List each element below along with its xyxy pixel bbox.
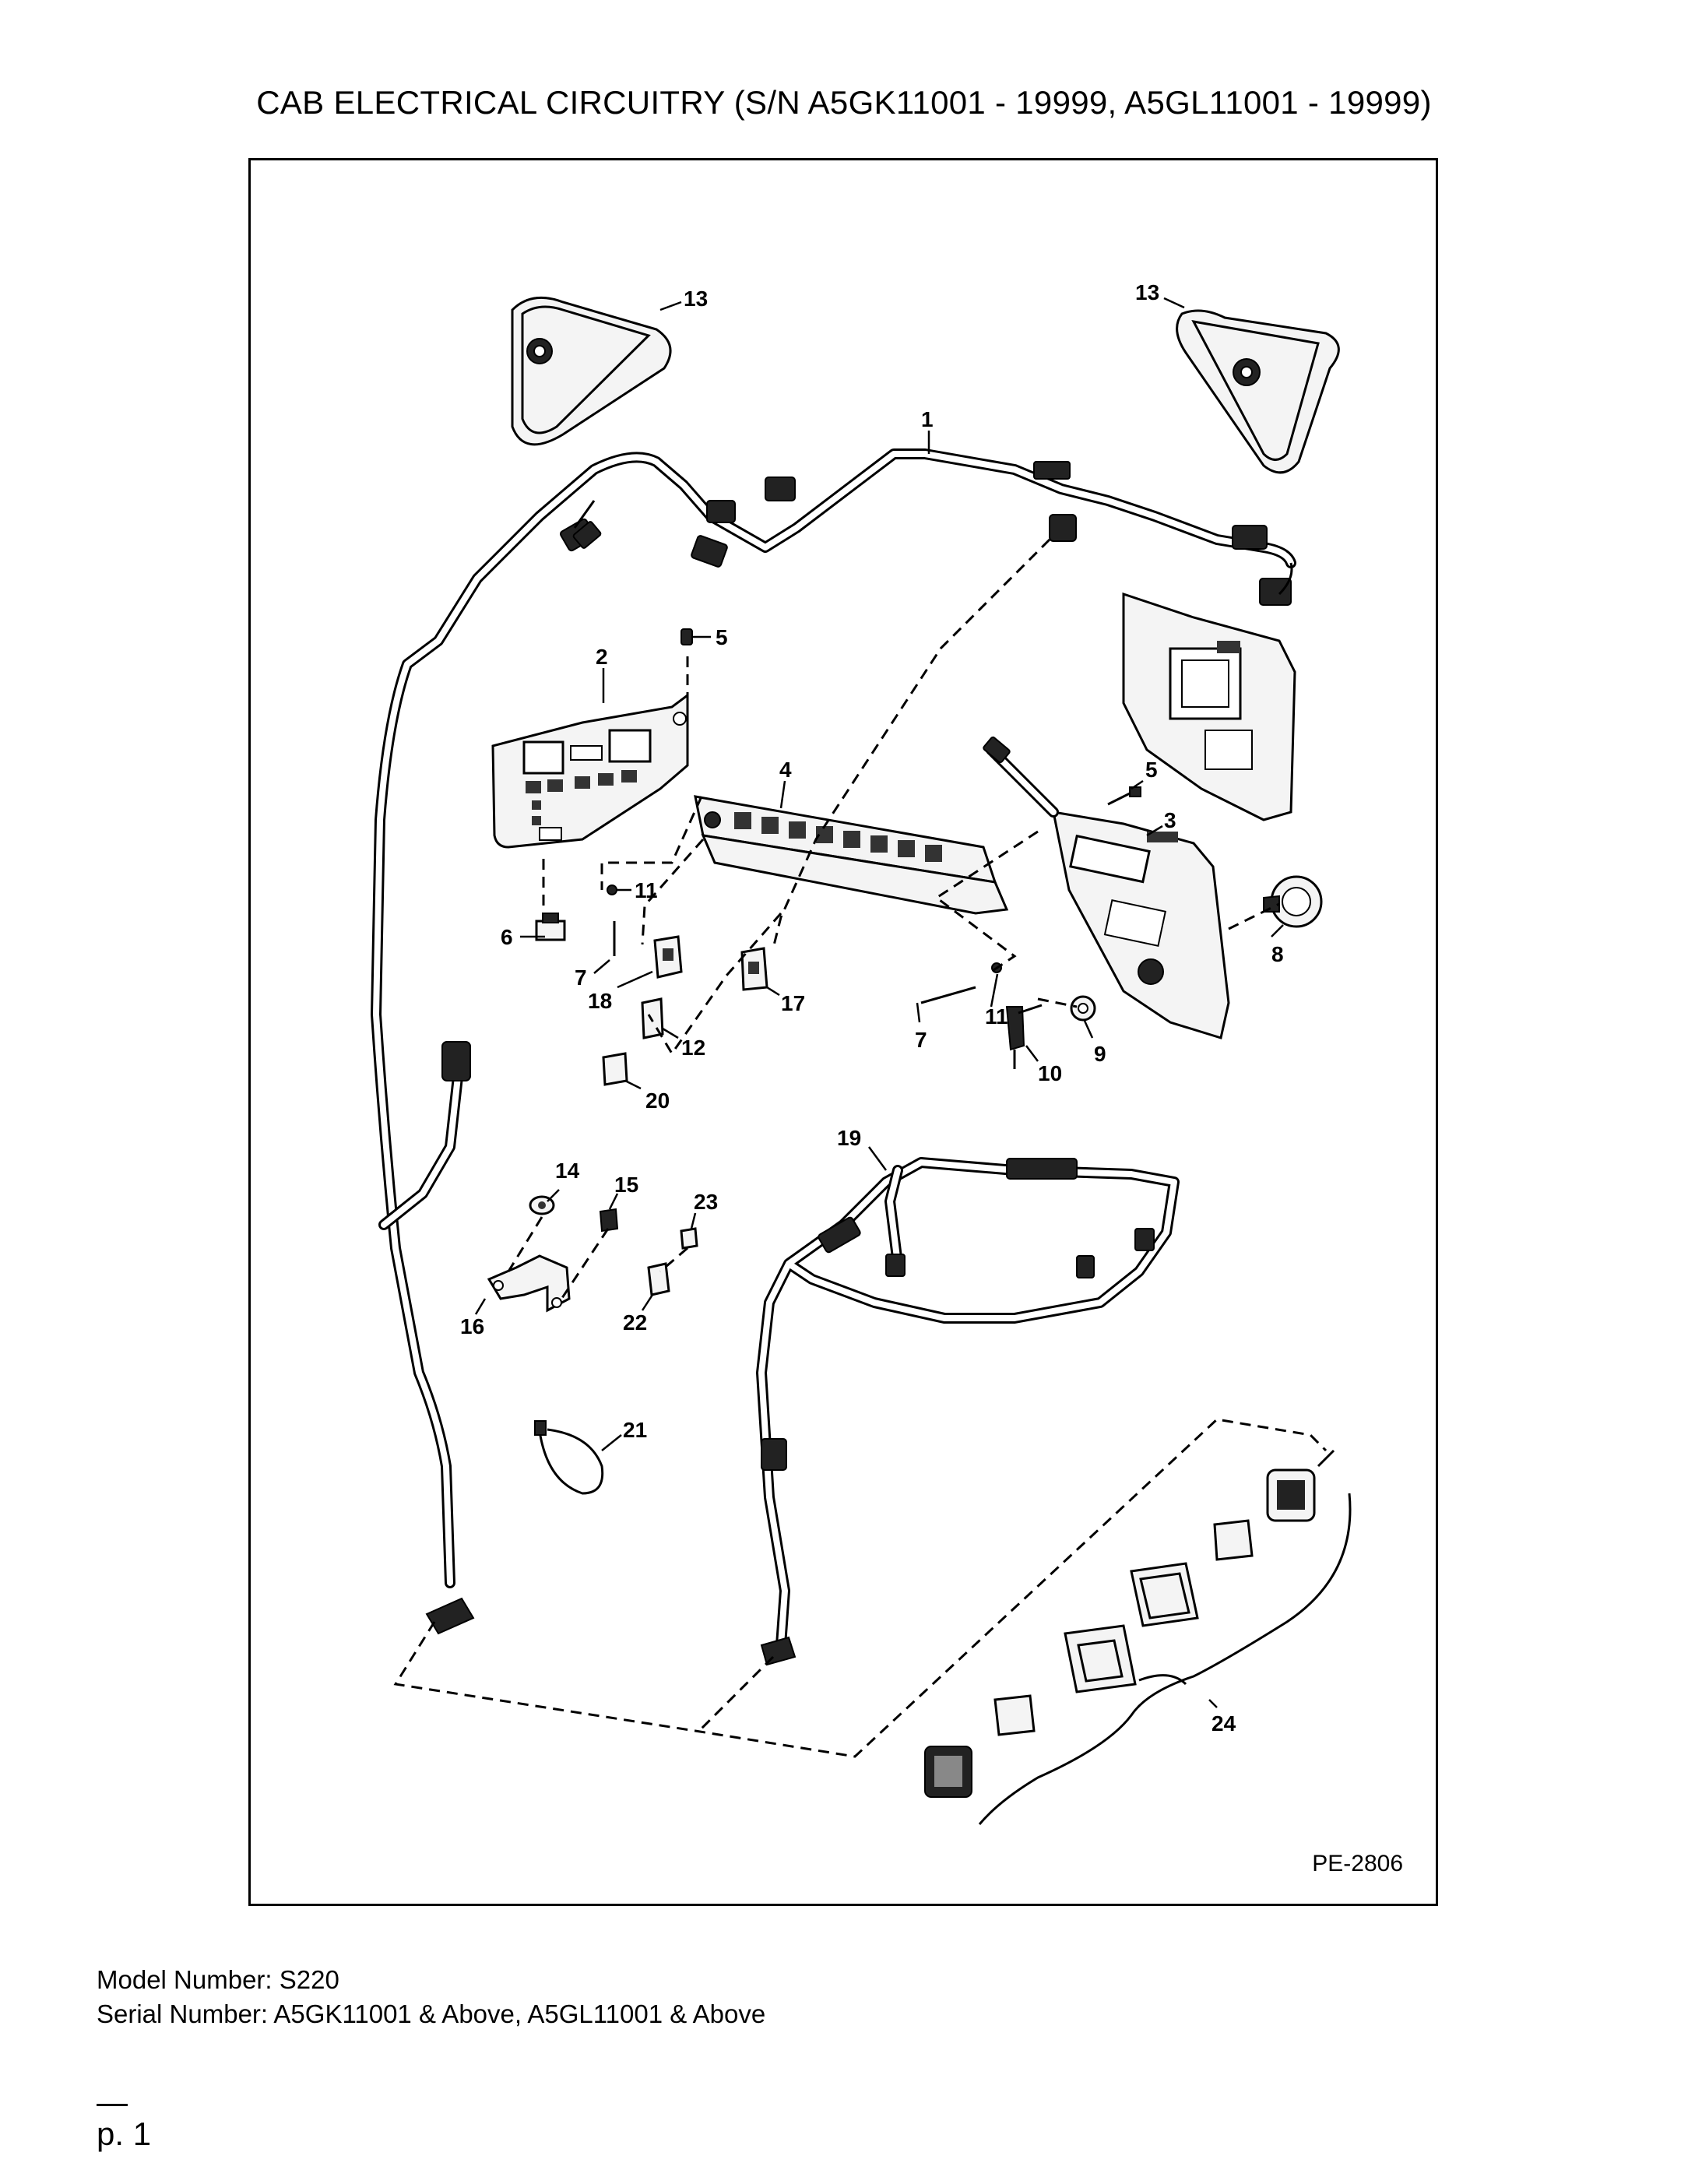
key-switch xyxy=(1005,1004,1043,1069)
page-divider xyxy=(97,2104,128,2106)
bracket-16 xyxy=(487,1254,571,1313)
callout-10: 10 xyxy=(1038,1061,1062,1085)
callout-12: 12 xyxy=(681,1036,705,1060)
callout-2: 2 xyxy=(596,645,608,669)
right-upper-panel xyxy=(1122,592,1296,821)
callout-9: 9 xyxy=(1094,1042,1106,1066)
blank-plug-20 xyxy=(602,1052,628,1086)
switch-bar-panel xyxy=(694,795,1009,915)
connection-lines xyxy=(393,538,1328,1758)
callout-3: 3 xyxy=(1164,808,1176,832)
callout-11-right: 11 xyxy=(985,1004,1008,1029)
callout-11-left: 11 xyxy=(635,878,658,902)
switch-18 xyxy=(653,935,683,979)
roof-harness xyxy=(756,1157,1180,1666)
washer-left xyxy=(607,885,617,895)
callout-22: 22 xyxy=(623,1310,647,1335)
callout-7-left: 7 xyxy=(575,965,587,990)
main-wiring-harness xyxy=(371,448,1296,1635)
callout-18: 18 xyxy=(588,989,612,1013)
callout-5-upper: 5 xyxy=(716,625,728,649)
page-number: p. 1 xyxy=(97,2115,152,2152)
callout-13-right: 13 xyxy=(1135,280,1159,304)
dome-light-left xyxy=(511,296,672,446)
clip-22 xyxy=(647,1262,670,1296)
callout-5-right: 5 xyxy=(1145,758,1158,782)
dome-light-right xyxy=(1176,309,1340,474)
left-switch-panel xyxy=(491,693,689,849)
diagram-frame: 13 13 1 2 5 4 5 3 8 11 6 7 18 17 12 20 1… xyxy=(248,158,1438,1906)
callout-1: 1 xyxy=(921,407,934,431)
callout-6: 6 xyxy=(501,925,513,949)
callout-labels: 13 13 1 2 5 4 5 3 8 11 6 7 18 17 12 20 1… xyxy=(460,280,1284,1736)
callout-15: 15 xyxy=(614,1173,638,1197)
callout-4: 4 xyxy=(779,758,792,782)
callout-13-left: 13 xyxy=(684,287,708,311)
right-switch-panel xyxy=(1052,811,1230,1039)
callout-23: 23 xyxy=(694,1190,718,1214)
callout-24: 24 xyxy=(1211,1711,1236,1736)
cable-tie-21 xyxy=(534,1420,604,1495)
callout-20: 20 xyxy=(645,1088,670,1113)
model-number: Model Number: S220 xyxy=(97,1965,339,1994)
leader-lines xyxy=(474,297,1284,1708)
screw-right xyxy=(1107,786,1141,806)
diagram-code: PE-2806 xyxy=(1312,1851,1403,1876)
callout-14: 14 xyxy=(555,1159,580,1183)
exploded-parts-diagram: 13 13 1 2 5 4 5 3 8 11 6 7 18 17 12 20 1… xyxy=(371,280,1352,1825)
clip-15 xyxy=(599,1208,619,1233)
serial-number: Serial Number: A5GK11001 & Above, A5GL11… xyxy=(97,1999,766,2028)
callout-19: 19 xyxy=(837,1126,861,1150)
panel-knob xyxy=(1263,875,1323,928)
callout-16: 16 xyxy=(460,1314,484,1338)
callout-21: 21 xyxy=(623,1418,647,1442)
light-assembly-24 xyxy=(924,1449,1352,1825)
key-switch-nut xyxy=(1070,995,1096,1022)
panel-harness xyxy=(983,736,1059,818)
callout-8: 8 xyxy=(1271,942,1284,966)
page-title: CAB ELECTRICAL CIRCUITRY (S/N A5GK11001 … xyxy=(256,84,1432,121)
callout-17: 17 xyxy=(781,991,805,1015)
screw-right-lower xyxy=(920,986,976,1004)
screw-upper xyxy=(680,628,693,645)
clip-23 xyxy=(680,1227,698,1250)
callout-7-right: 7 xyxy=(915,1028,927,1052)
